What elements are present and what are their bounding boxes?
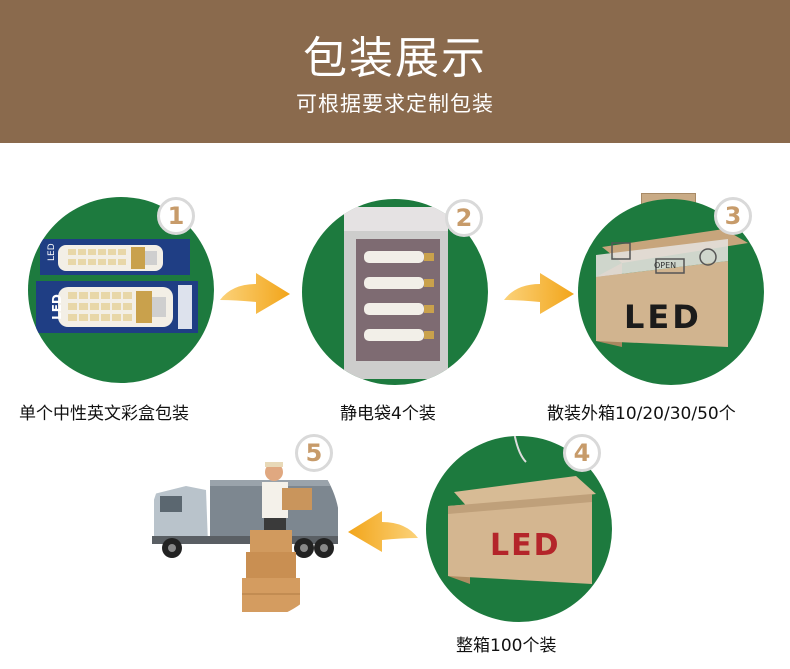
step-3-badge: 3	[714, 197, 752, 235]
step-3-caption: 散装外箱10/20/30/50个	[547, 404, 736, 424]
page-subtitle: 可根据要求定制包装	[296, 92, 494, 116]
svg-text:LED: LED	[47, 243, 57, 261]
step-5-badge: 5	[295, 434, 333, 472]
header-banner: 包装展示 可根据要求定制包装	[0, 0, 790, 143]
step-2-badge: 2	[445, 199, 483, 237]
step-1-caption: 单个中性英文彩盒包装	[19, 404, 189, 424]
arrow-right-icon	[504, 273, 574, 314]
step-1-badge: 1	[157, 197, 195, 235]
step-4-box-text: LED	[490, 528, 561, 563]
step-1-box-text: LED	[49, 294, 64, 320]
step-5-image	[150, 432, 340, 622]
step-4-caption: 整箱100个装	[456, 636, 557, 656]
step-3-open-text: OPEN	[654, 261, 677, 270]
step-2-caption: 静电袋4个装	[340, 404, 436, 424]
page-title: 包装展示	[303, 33, 487, 84]
arrow-right-icon	[220, 273, 290, 314]
step-4-badge: 4	[563, 434, 601, 472]
step-3-box-text: LED	[624, 298, 702, 336]
arrow-left-icon	[348, 511, 418, 552]
